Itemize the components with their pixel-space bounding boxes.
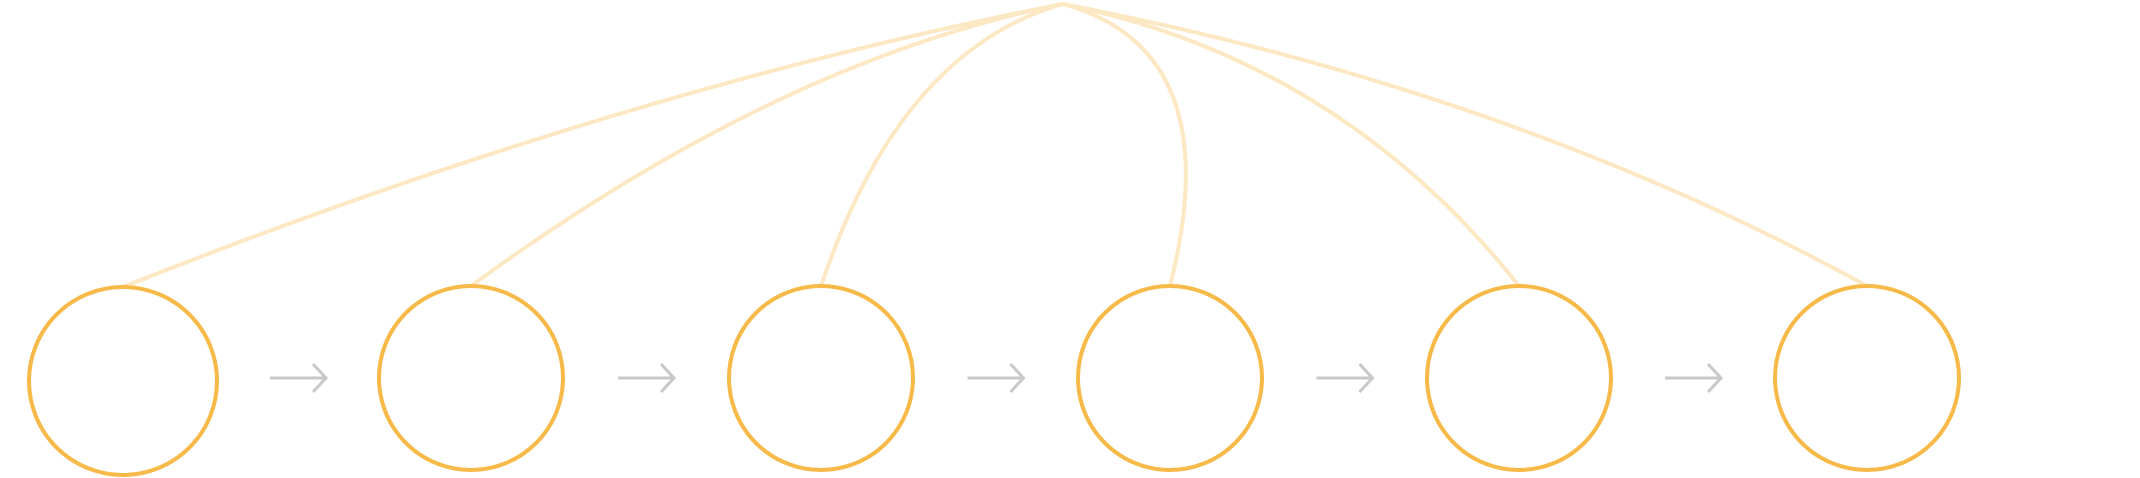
hub-connectors: [122, 2, 1868, 289]
process-node-6: [1773, 284, 1961, 472]
arrow-head: [1009, 362, 1026, 394]
process-node-4: [1076, 284, 1264, 472]
arrow-right-icon-2: [618, 362, 677, 394]
arrow-head: [659, 362, 677, 394]
process-node-5: [1425, 284, 1613, 472]
arrow-head: [311, 362, 329, 394]
process-node-1: [27, 285, 219, 477]
connector-line-5: [1062, 2, 1521, 288]
arrow-right-icon-3: [967, 362, 1026, 394]
connector-line-2: [469, 2, 1064, 288]
arrow-right-icon-1: [270, 362, 329, 394]
connector-line-4: [1062, 2, 1188, 287]
arrow-right-icon-4: [1316, 362, 1375, 394]
process-node-3: [727, 284, 915, 472]
arrow-head: [1358, 362, 1375, 394]
connector-line-6: [1062, 2, 1868, 288]
arrow-head: [1706, 362, 1724, 394]
process-nodes: [27, 284, 1961, 477]
flow-arrows: [270, 362, 1724, 394]
arrow-right-icon-5: [1665, 362, 1724, 394]
connector-line-1: [122, 2, 1064, 289]
process-node-2: [377, 284, 565, 472]
connector-line-3: [819, 2, 1064, 287]
